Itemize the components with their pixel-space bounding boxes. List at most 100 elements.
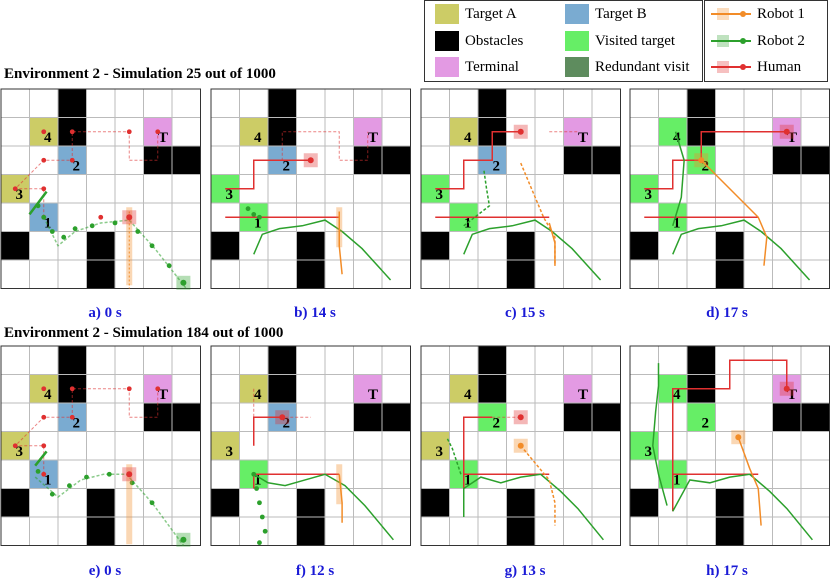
robot1-line-icon <box>711 8 751 20</box>
robot2-dash <box>445 436 462 475</box>
legend-visited: Visited target <box>565 30 675 52</box>
human-waypoint <box>126 129 132 135</box>
obstacle-cell <box>382 403 411 432</box>
target2-label: 2 <box>493 416 501 432</box>
terminal-cell <box>353 374 382 403</box>
robot2-waypoint <box>49 491 55 497</box>
obstacle-cell <box>687 346 716 375</box>
robot1-marker-dot <box>517 442 524 449</box>
legend-robot1: Robot 1 <box>709 3 805 25</box>
target3-label: 3 <box>436 187 444 203</box>
robot2-waypoint <box>257 500 262 506</box>
target3-label: 3 <box>226 444 234 460</box>
obstacle-cell <box>211 231 240 260</box>
human-waypoint <box>41 186 47 192</box>
obstacle-cell <box>58 89 87 118</box>
visited-swatch <box>565 31 589 51</box>
caption-a: a) 0 s <box>88 305 122 321</box>
human-waypoint <box>69 414 75 420</box>
target2-label: 2 <box>702 416 710 432</box>
legend-label: Terminal <box>465 58 519 75</box>
robot2-waypoint <box>262 528 268 534</box>
human-waypoint <box>41 414 47 420</box>
grid-border <box>210 345 411 546</box>
obstacle-swatch <box>435 31 459 51</box>
legend-label: Target B <box>595 5 647 22</box>
caption-d: d) 17 s <box>706 305 748 321</box>
target1-label: 1 <box>44 216 52 232</box>
human-waypoint <box>126 386 132 392</box>
target4-label: 4 <box>673 387 681 403</box>
robot2-line-icon <box>711 35 751 47</box>
obstacle-cell <box>296 488 325 517</box>
target2-label: 2 <box>73 159 81 175</box>
obstacle-cell <box>772 146 801 175</box>
robot1-path <box>700 159 768 266</box>
robot1-trail <box>126 464 133 545</box>
obstacle-cell <box>506 260 535 289</box>
obstacle-cell <box>296 260 325 289</box>
legend-label: Robot 1 <box>757 5 805 22</box>
obstacle-cell <box>353 403 382 432</box>
human-marker-dot <box>783 128 790 135</box>
legend-label: Human <box>757 58 802 75</box>
human-marker-dot <box>517 128 524 135</box>
target4-cell <box>449 374 478 403</box>
robot2-dash <box>463 168 491 227</box>
target4-cell <box>658 117 687 146</box>
human-waypoint <box>98 214 104 220</box>
legend-obstacles: Obstacles <box>435 30 523 52</box>
target3-label: 3 <box>645 187 653 203</box>
robot2-path <box>672 219 811 281</box>
robot1-path <box>737 436 762 526</box>
human-waypoint <box>155 129 161 135</box>
robot1-path <box>548 222 556 266</box>
human-path <box>644 131 787 190</box>
obstacle-cell <box>268 89 297 118</box>
robot2-waypoint <box>135 229 141 234</box>
legend-robot2: Robot 2 <box>709 30 805 52</box>
obstacle-cell <box>86 517 115 546</box>
obstacle-cell <box>715 260 744 289</box>
legend-human: Human <box>709 56 801 78</box>
terminal-swatch <box>435 57 459 77</box>
robot1-path <box>338 211 343 275</box>
target1-label: 1 <box>673 216 681 232</box>
target-a-swatch <box>435 4 459 24</box>
obstacle-cell <box>58 346 87 375</box>
legend-agents: Robot 1 Robot 2 Human <box>704 0 828 82</box>
human-waypoint <box>41 386 47 392</box>
human-marker-dot <box>279 414 286 421</box>
terminal-label: T <box>578 130 588 146</box>
robot2-up <box>672 131 685 227</box>
obstacle-cell <box>506 488 535 517</box>
robot2-waypoint <box>84 474 89 480</box>
robot2-up <box>652 363 668 506</box>
obstacle-cell <box>801 146 830 175</box>
obstacle-cell <box>772 403 801 432</box>
target4-cell <box>449 117 478 146</box>
terminal-cell <box>563 374 592 403</box>
obstacle-cell <box>268 346 297 375</box>
target3-label: 3 <box>16 187 24 203</box>
obstacle-cell <box>172 403 201 432</box>
target3-label: 3 <box>226 187 234 203</box>
target3-cell <box>211 431 240 460</box>
legend-redundant: Redundant visit <box>565 56 690 78</box>
legend-target-a: Target A <box>435 3 517 25</box>
terminal-label: T <box>787 130 797 146</box>
human-path <box>14 388 159 475</box>
human-waypoint <box>12 443 18 449</box>
human-marker-dot <box>307 157 314 164</box>
human-waypoint <box>41 471 47 477</box>
obstacle-cell <box>506 231 535 260</box>
caption-e: e) 0 s <box>88 563 122 579</box>
obstacle-cell <box>687 89 716 118</box>
target2-cell <box>687 403 716 432</box>
robot2-waypoint <box>149 500 155 506</box>
legend-terminal: Terminal <box>435 56 519 78</box>
robot2-waypoint <box>259 514 265 520</box>
